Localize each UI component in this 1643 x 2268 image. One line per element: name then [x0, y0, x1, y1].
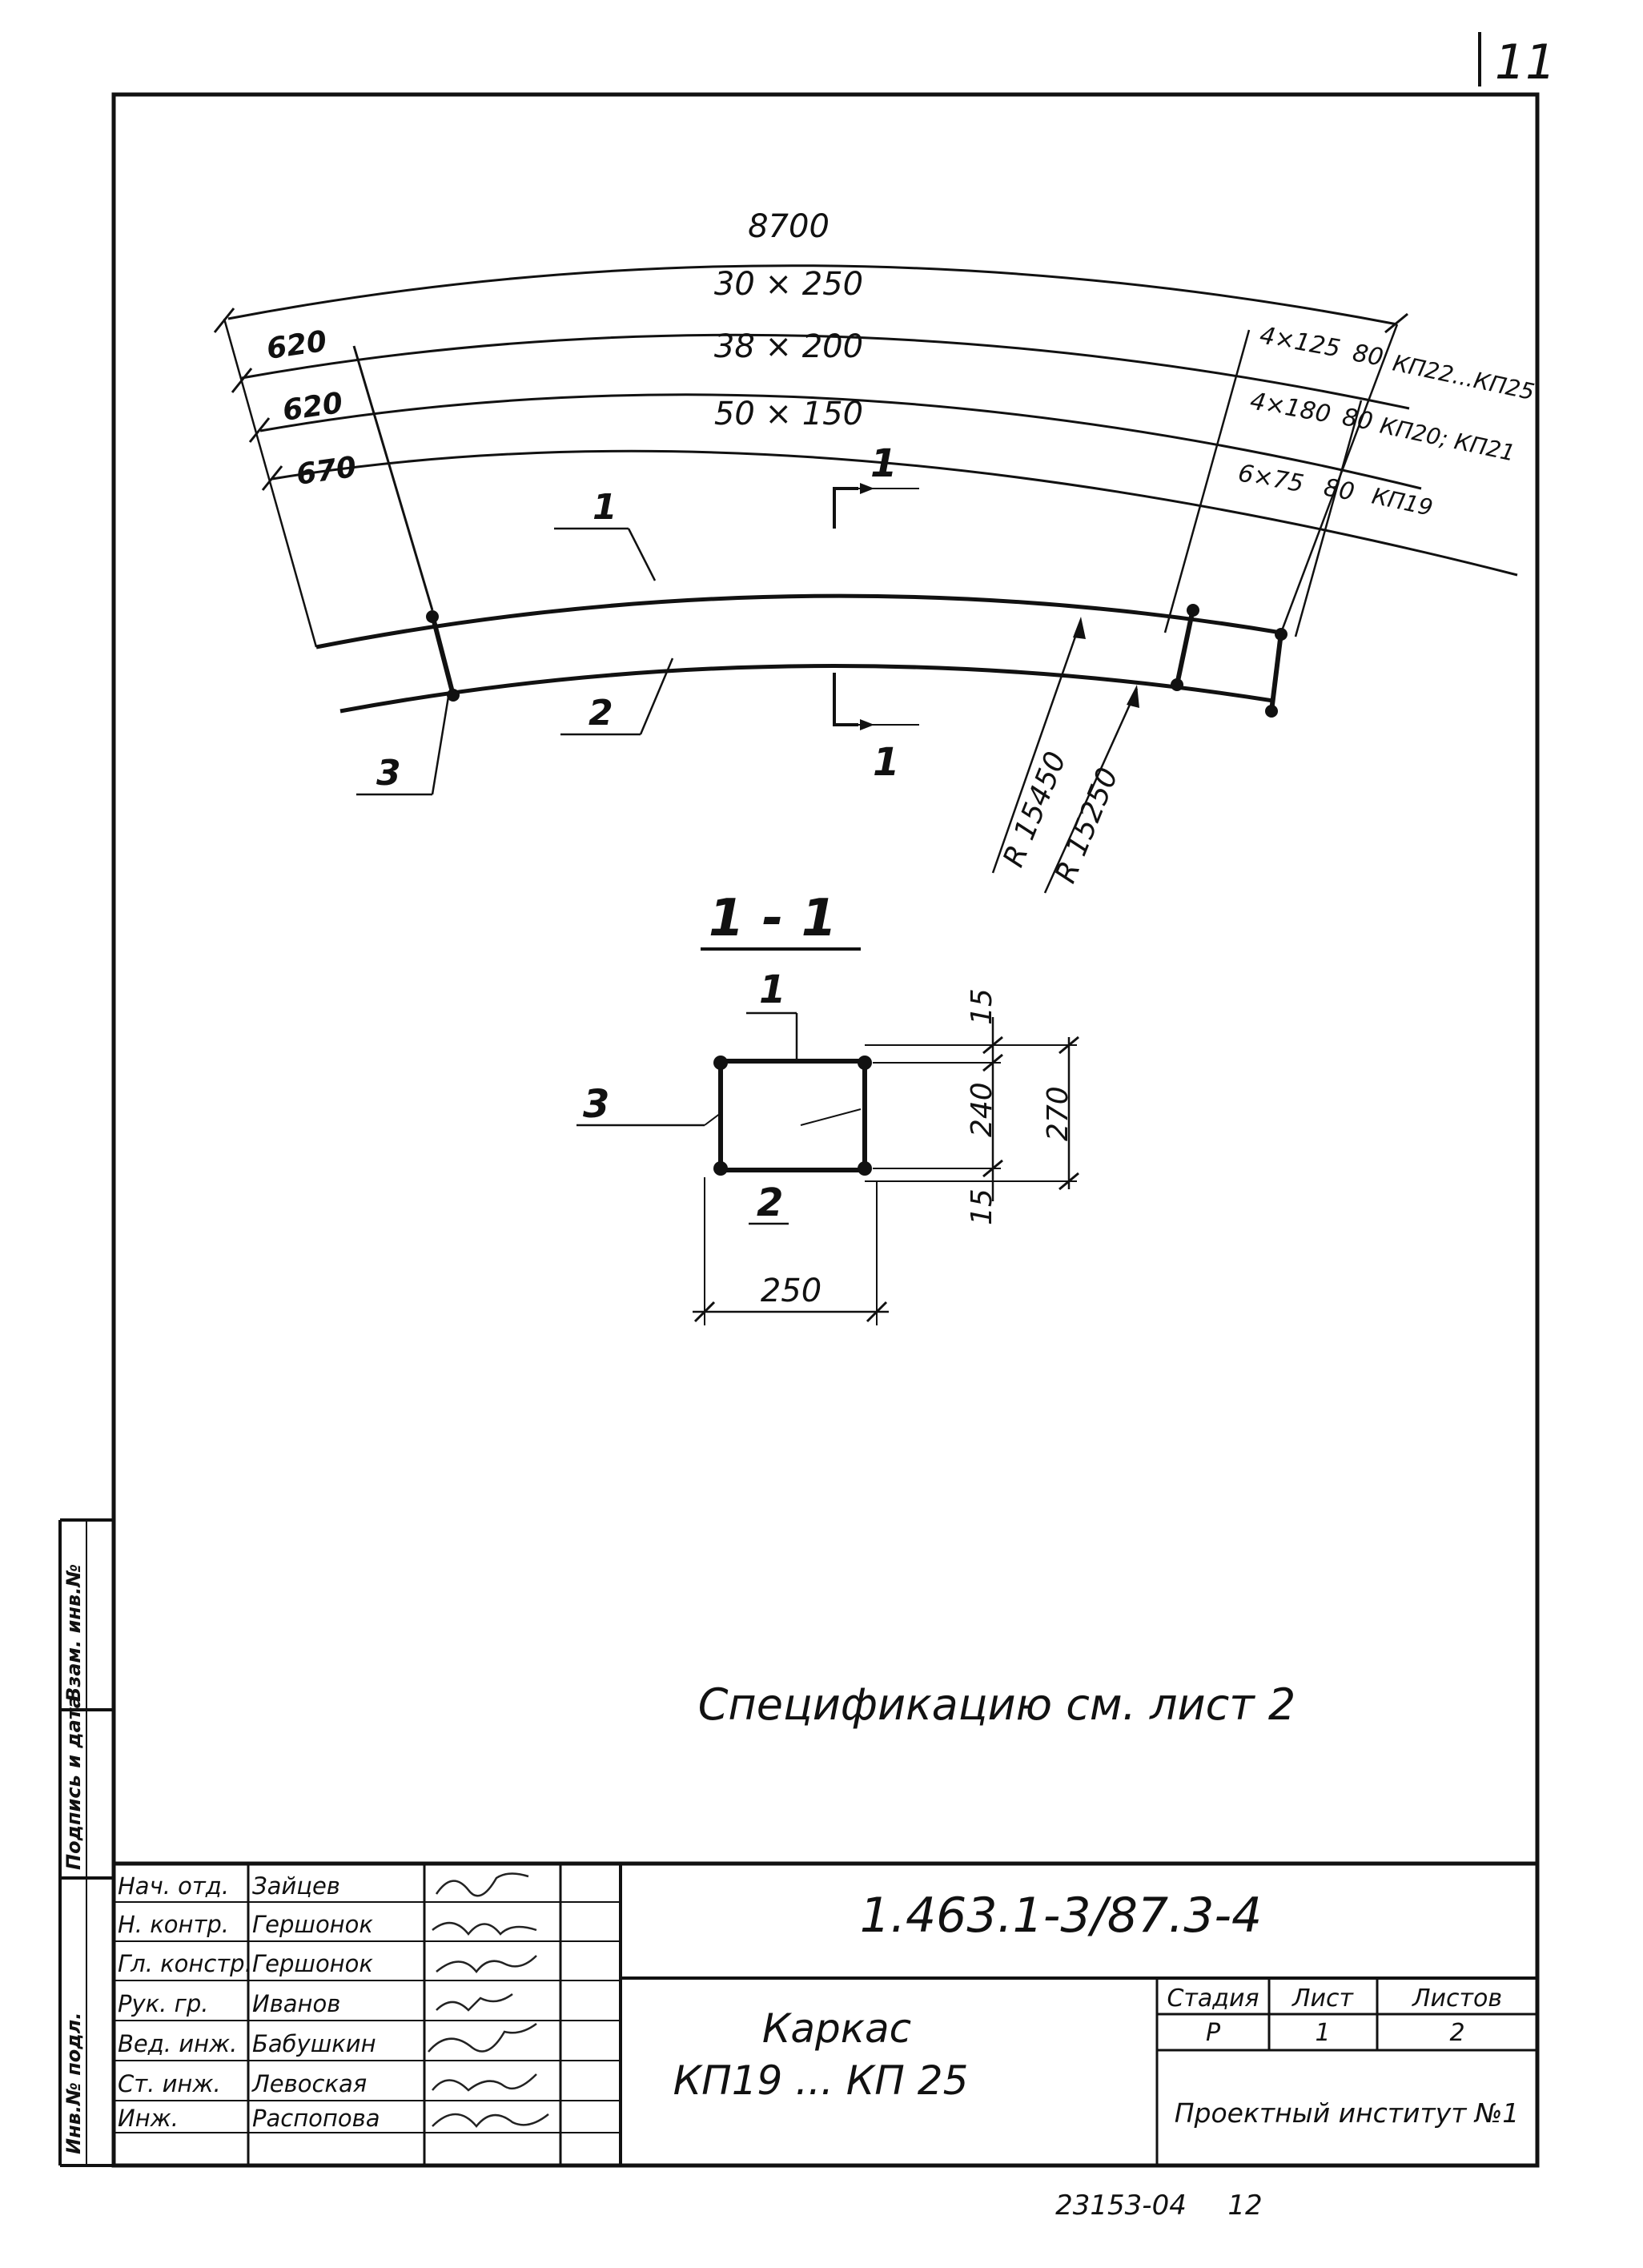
section-dim-total: 270	[1042, 1086, 1075, 1141]
right-mark-2: КП20; КП21	[1378, 412, 1518, 467]
role-2: Н. контр.	[118, 1911, 229, 1938]
side-stamp	[58, 1518, 114, 2167]
right-end-1: 80	[1351, 339, 1386, 372]
dim-total: 8700	[748, 208, 830, 245]
plan-view	[213, 264, 1518, 718]
left-dim-1: 620	[265, 325, 329, 366]
section-callout-2: 2	[757, 1180, 783, 1225]
lower-bar-2	[339, 664, 1274, 714]
name-4: Иванов	[252, 1990, 340, 2017]
section-dim-bottom: 15	[966, 1188, 998, 1225]
section-mark-top: 1	[870, 441, 897, 486]
name-7: Распопова	[252, 2105, 380, 2132]
name-2: Гершонок	[252, 1911, 373, 1938]
right-pitch-2: 4×180	[1248, 387, 1333, 428]
row-label-1: 30 × 250	[714, 266, 863, 303]
footer-number: 12	[1227, 2190, 1262, 2222]
side-stamp-signature-date: Подпись и дата	[62, 1695, 85, 1870]
sheet-header: Лист	[1292, 1984, 1355, 2013]
right-end-2: 80	[1340, 403, 1376, 436]
role-5: Вед. инж.	[118, 2030, 237, 2057]
name-6: Левоская	[251, 2070, 367, 2097]
section-dim-top: 15	[966, 988, 998, 1025]
stage-value: Р	[1206, 2019, 1221, 2047]
right-pitch-3: 6×75	[1236, 459, 1306, 498]
name-3: Гершонок	[252, 1950, 373, 1977]
section-mark-bottom: 1	[873, 740, 899, 785]
section-view	[693, 1017, 1079, 1325]
right-end-3: 80	[1322, 473, 1357, 506]
sheet-value: 1	[1315, 2019, 1330, 2047]
left-dim-2: 620	[281, 387, 345, 428]
name-5: Бабушкин	[252, 2030, 376, 2057]
side-stamp-vzam-inv: Взам. инв.№	[62, 1564, 85, 1702]
side-stamp-inv-podl: Инв.№ подл.	[62, 2013, 85, 2154]
signatures	[428, 1872, 549, 2128]
sheets-header: Листов	[1412, 1984, 1502, 2013]
role-4: Рук. гр.	[118, 1990, 208, 2017]
plan-callout-2: 2	[589, 693, 613, 734]
section-dim-width: 250	[761, 1273, 822, 1309]
role-6: Ст. инж.	[118, 2070, 221, 2097]
section-callout-1: 1	[759, 967, 785, 1012]
plan-callout-1: 1	[593, 487, 617, 528]
row-label-3: 50 × 150	[714, 396, 863, 432]
doc-code: 1.463.1-3/87.3-4	[860, 1888, 1262, 1944]
right-pitch-1: 4×125	[1258, 321, 1343, 363]
title-line-1: Каркас	[762, 2005, 911, 2052]
title-line-2: КП19 ... КП 25	[673, 2057, 969, 2104]
right-mark-3: КП19	[1370, 483, 1436, 521]
role-3: Гл. констр.	[118, 1950, 252, 1977]
archive-number: 23153-04	[1055, 2190, 1187, 2222]
right-mark-1: КП22...КП25	[1391, 350, 1537, 406]
name-1: Зайцев	[252, 1872, 340, 1900]
section-callout-3: 3	[583, 1082, 609, 1127]
sheets-value: 2	[1449, 2019, 1464, 2047]
row-label-2: 38 × 200	[714, 328, 863, 365]
organization: Проектный институт №1	[1175, 2097, 1520, 2129]
stage-header: Стадия	[1167, 1984, 1259, 2013]
left-dim-3: 670	[295, 451, 359, 492]
plan-callout-3: 3	[376, 753, 401, 794]
role-7: Инж.	[118, 2105, 179, 2132]
upper-bar-1	[315, 593, 1282, 649]
spec-note: Спецификацию см. лист 2	[698, 1679, 1296, 1730]
page-number: 11	[1495, 34, 1556, 90]
section-title: 1 - 1	[709, 889, 837, 948]
title-block	[114, 1861, 1537, 2168]
role-1: Нач. отд.	[118, 1872, 229, 1900]
section-dim-middle: 240	[966, 1082, 998, 1137]
